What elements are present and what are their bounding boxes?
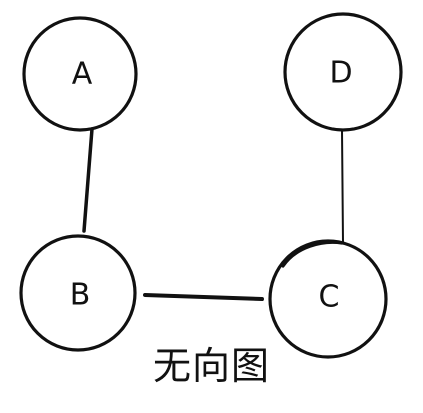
node-b-circle <box>19 234 137 352</box>
edge-b-c <box>143 293 264 301</box>
node-d-circle <box>283 12 403 132</box>
edge-a-b <box>82 127 94 233</box>
node-c-label: C <box>319 280 340 315</box>
node-d-label: D <box>329 56 352 91</box>
edge-c-d <box>341 129 344 244</box>
node-c-sketch-stroke <box>281 240 344 268</box>
node-a-circle <box>22 16 138 132</box>
node-a: A <box>22 16 138 132</box>
node-d: D <box>283 12 403 132</box>
node-c: C <box>268 239 388 359</box>
node-b-label: B <box>70 278 91 313</box>
node-a-label: A <box>72 57 93 92</box>
node-b: B <box>19 234 137 352</box>
diagram-caption: 无向图 <box>152 344 270 388</box>
